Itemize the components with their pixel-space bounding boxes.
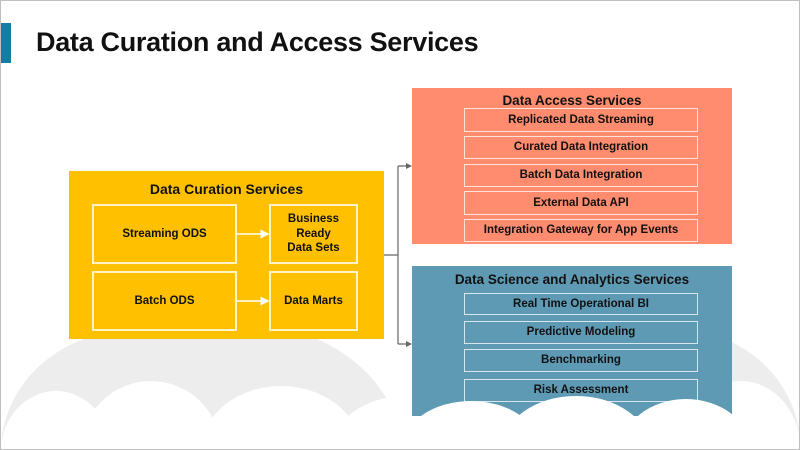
slide-title: Data Curation and Access Services	[36, 27, 479, 57]
streaming-ods: Streaming ODS	[92, 204, 237, 264]
access-item: Batch Data Integration	[464, 164, 698, 187]
title-accent-bar	[1, 23, 11, 63]
data-marts: Data Marts	[269, 271, 358, 331]
business-ready-data-sets: Business Ready Data Sets	[269, 204, 358, 264]
science-item: Real Time Operational BI	[464, 293, 698, 315]
access-item: Replicated Data Streaming	[464, 108, 698, 132]
access-item: External Data API	[464, 191, 698, 215]
data-curation-services-box: Data Curation Services Streaming ODS Bus…	[69, 171, 384, 339]
access-title: Data Access Services	[502, 93, 642, 108]
science-item: Benchmarking	[464, 349, 698, 372]
data-access-services-box: Data Access Services Replicated Data Str…	[412, 88, 732, 244]
science-item: Predictive Modeling	[464, 321, 698, 344]
data-science-analytics-box: Data Science and Analytics Services Real…	[412, 266, 732, 416]
access-item: Curated Data Integration	[464, 136, 698, 159]
curation-title: Data Curation Services	[149, 181, 304, 197]
science-title: Data Science and Analytics Services	[454, 272, 690, 287]
batch-ods: Batch ODS	[92, 271, 237, 331]
access-item: Integration Gateway for App Events	[464, 219, 698, 242]
connector-line	[384, 165, 411, 345]
